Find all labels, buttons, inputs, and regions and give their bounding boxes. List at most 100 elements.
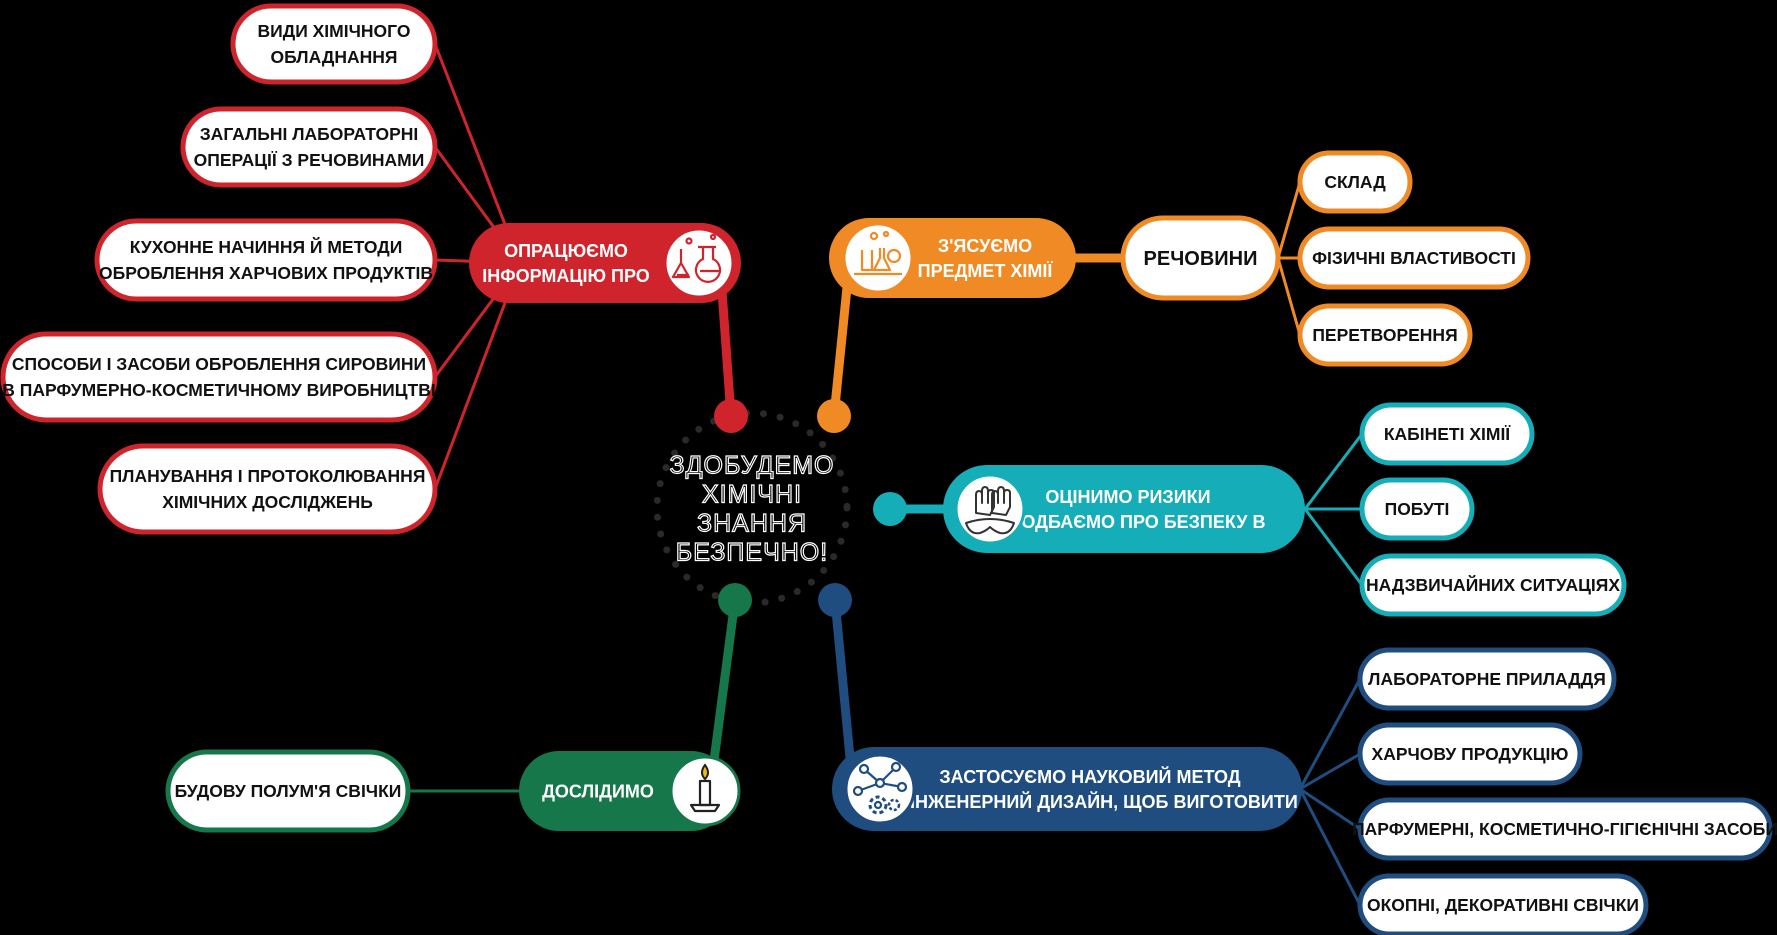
hub-label-line: Й ПОДБАЄМО ПРО БЕЗПЕКУ В — [990, 511, 1265, 532]
hub-label-line: ТА ІНЖЕНЕРНИЙ ДИЗАЙН, ЩОБ ВИГОТОВИТИ — [882, 791, 1298, 812]
leaf-label: ОКОПНІ, ДЕКОРАТИВНІ СВІЧКИ — [1367, 895, 1639, 915]
hub-label: З'ЯСУЄМО ПРЕДМЕТ ХІМІЇ — [918, 236, 1054, 281]
connector-navy-1 — [1298, 752, 1362, 791]
leaf-label: ПОБУТІ — [1385, 499, 1450, 519]
network-gears-icon — [844, 753, 916, 825]
hub-label-line: ПРЕДМЕТ ХІМІЇ — [918, 261, 1054, 281]
gloves-goggles-icon — [954, 473, 1026, 545]
leaf-label: СКЛАД — [1324, 172, 1386, 192]
leaf-label: СПОСОБИ І ЗАСОБИ ОБРОБЛЕННЯ СИРОВИНИ В ПА… — [2, 354, 435, 400]
leaf-label-line: ОПЕРАЦІЇ З РЕЧОВИНАМИ — [194, 150, 425, 170]
leaf-label-line: ВИДИ ХІМІЧНОГО — [258, 21, 411, 41]
leaf-box — [1359, 402, 1535, 466]
leaf-label-line: КАБІНЕТІ ХІМІЇ — [1384, 424, 1511, 444]
leaf-label-line: ОБЛАДНАННЯ — [271, 47, 398, 67]
leaf-label: ВИДИ ХІМІЧНОГО ОБЛАДНАННЯ — [258, 21, 411, 67]
center-title-line: ХІМІЧНІ — [702, 481, 802, 509]
sub-node-box — [1120, 215, 1281, 301]
leaf-label-line: СКЛАД — [1324, 172, 1386, 192]
hub-label-line: ДОСЛІДИМО — [542, 781, 654, 801]
leaf-label-line: ПАРФУМЕРНІ, КОСМЕТИЧНО-ГІГІЄНІЧНІ ЗАСОБИ — [1352, 819, 1777, 839]
candle-icon — [669, 755, 741, 827]
leaf-red-0: ВИДИ ХІМІЧНОГО ОБЛАДНАННЯ — [230, 3, 438, 85]
leaf-label: ПЛАНУВАННЯ І ПРОТОКОЛЮВАННЯ ХІМІЧНИХ ДОСЛ… — [110, 466, 426, 512]
hub-label: ОПРАЦЮЄМО ІНФОРМАЦІЮ ПРО — [482, 241, 650, 286]
leaf-label: ХАРЧОВУ ПРОДУКЦІЮ — [1372, 744, 1569, 764]
leaf-teal-2: НАДЗВИЧАЙНИХ СИТУАЦІЯХ — [1359, 553, 1627, 617]
branch-orange: РЕЧОВИНИ З'ЯСУЄМО ПРЕДМЕТ ХІМІЇ СКЛАД ФІЗИЧН… — [817, 150, 1531, 433]
leaf-label-line: ХІМІЧНИХ ДОСЛІДЖЕНЬ — [162, 492, 373, 512]
leaf-navy-2: ПАРФУМЕРНІ, КОСМЕТИЧНО-ГІГІЄНІЧНІ ЗАСОБИ — [1352, 797, 1777, 861]
center-title-line: ЗДОБУДЕМО — [670, 452, 835, 480]
leaf-box — [1297, 303, 1473, 367]
leaf-box — [230, 3, 438, 85]
hub-teal: ОЦІНИМО РИЗИКИ Й ПОДБАЄМО ПРО БЕЗПЕКУ В — [943, 465, 1305, 553]
center-title-line: БЕЗПЕЧНО! — [676, 539, 828, 567]
leaf-label-line: СПОСОБИ І ЗАСОБИ ОБРОБЛЕННЯ СИРОВИНИ — [12, 354, 426, 374]
anchor-dot-green — [718, 583, 752, 617]
connector-teal-2 — [1303, 507, 1364, 587]
leaf-label: ПАРФУМЕРНІ, КОСМЕТИЧНО-ГІГІЄНІЧНІ ЗАСОБИ — [1352, 819, 1777, 839]
hub-box — [832, 747, 1302, 831]
leaf-box — [180, 106, 438, 188]
leaf-green-0: БУДОВУ ПОЛУМ'Я СВІЧКИ — [165, 749, 411, 833]
leaf-label-line: ЗАГАЛЬНІ ЛАБОРАТОРНІ — [200, 124, 419, 144]
flasks-icon — [663, 227, 735, 299]
leaf-label-line: ЛАБОРАТОРНЕ ПРИЛАДДЯ — [1368, 669, 1606, 689]
connector-navy-0 — [1298, 677, 1362, 791]
hub-red: ОПРАЦЮЄМО ІНФОРМАЦІЮ ПРО — [469, 223, 741, 303]
leaf-orange-2: ПЕРЕТВОРЕННЯ — [1297, 303, 1473, 367]
leaf-box — [1357, 647, 1617, 711]
leaf-orange-1: ФІЗИЧНІ ВЛАСТИВОСТІ — [1297, 226, 1531, 290]
connector-orange-2 — [1276, 256, 1302, 337]
branch-red: ОПРАЦЮЄМО ІНФОРМАЦІЮ ПРО ВИДИ ХІМІЧНОГО ОБЛ… — [0, 3, 748, 535]
leaf-box — [1359, 477, 1475, 541]
leaf-box — [165, 749, 411, 833]
branch-teal: ОЦІНИМО РИЗИКИ Й ПОДБАЄМО ПРО БЕЗПЕКУ В КА… — [873, 402, 1627, 617]
leaf-label-line: ОБРОБЛЕННЯ ХАРЧОВИХ ПРОДУКТІВ — [99, 263, 433, 283]
leaf-orange-0: СКЛАД — [1297, 150, 1413, 214]
leaf-label-line: ПЕРЕТВОРЕННЯ — [1312, 325, 1457, 345]
connector-navy-2 — [1298, 787, 1362, 831]
hub-label-line: ІНФОРМАЦІЮ ПРО — [482, 266, 650, 286]
anchor-dot-teal — [873, 492, 907, 526]
leaf-label: ФІЗИЧНІ ВЛАСТИВОСТІ — [1312, 248, 1516, 268]
leaf-red-2: КУХОННЕ НАЧИННЯ Й МЕТОДИ ОБРОБЛЕННЯ ХАРЧО… — [94, 218, 438, 302]
leaf-label: ЗАГАЛЬНІ ЛАБОРАТОРНІ ОПЕРАЦІЇ З РЕЧОВИНАМ… — [194, 124, 425, 170]
lab-equipment-icon — [842, 222, 914, 294]
leaf-label-line: ПЛАНУВАННЯ І ПРОТОКОЛЮВАННЯ — [110, 466, 426, 486]
leaf-label-line: ОКОПНІ, ДЕКОРАТИВНІ СВІЧКИ — [1367, 895, 1639, 915]
center-dotted-ring — [653, 409, 851, 607]
center-title-line: ЗНАННЯ — [697, 510, 807, 538]
anchor-dot-navy — [818, 583, 852, 617]
anchor-dot-red — [714, 399, 748, 433]
sub-node-label: РЕЧОВИНИ — [1144, 248, 1258, 270]
hub-label-line: ОПРАЦЮЄМО — [504, 241, 628, 261]
hub-box — [943, 465, 1305, 553]
leaf-navy-0: ЛАБОРАТОРНЕ ПРИЛАДДЯ — [1357, 647, 1617, 711]
leaf-label: БУДОВУ ПОЛУМ'Я СВІЧКИ — [175, 781, 402, 801]
leaf-box — [1357, 797, 1773, 861]
hub-label-line: ОЦІНИМО РИЗИКИ — [1045, 487, 1210, 507]
leaf-box — [1297, 226, 1531, 290]
hub-label-line: З'ЯСУЄМО — [938, 236, 1032, 256]
sub-node-orange: РЕЧОВИНИ — [1120, 215, 1281, 301]
leaf-box — [94, 218, 438, 302]
leaf-red-1: ЗАГАЛЬНІ ЛАБОРАТОРНІ ОПЕРАЦІЇ З РЕЧОВИНАМ… — [180, 106, 438, 188]
leaf-label-line: КУХОННЕ НАЧИННЯ Й МЕТОДИ — [130, 236, 403, 257]
leaf-label-line: НАДЗВИЧАЙНИХ СИТУАЦІЯХ — [1366, 574, 1620, 595]
leaf-box — [1359, 553, 1627, 617]
hub-orange: З'ЯСУЄМО ПРЕДМЕТ ХІМІЇ — [829, 218, 1076, 298]
hub-green: ДОСЛІДИМО — [519, 751, 741, 831]
leaf-navy-3: ОКОПНІ, ДЕКОРАТИВНІ СВІЧКИ — [1357, 873, 1649, 935]
leaf-box — [1297, 150, 1413, 214]
leaf-label-line: В ПАРФУМЕРНО-КОСМЕТИЧНОМУ ВИРОБНИЦТВІ — [2, 380, 435, 400]
leaf-label: ЛАБОРАТОРНЕ ПРИЛАДДЯ — [1368, 669, 1606, 689]
sub-node-label-line: РЕЧОВИНИ — [1144, 248, 1258, 270]
connector-orange-0 — [1276, 180, 1302, 260]
